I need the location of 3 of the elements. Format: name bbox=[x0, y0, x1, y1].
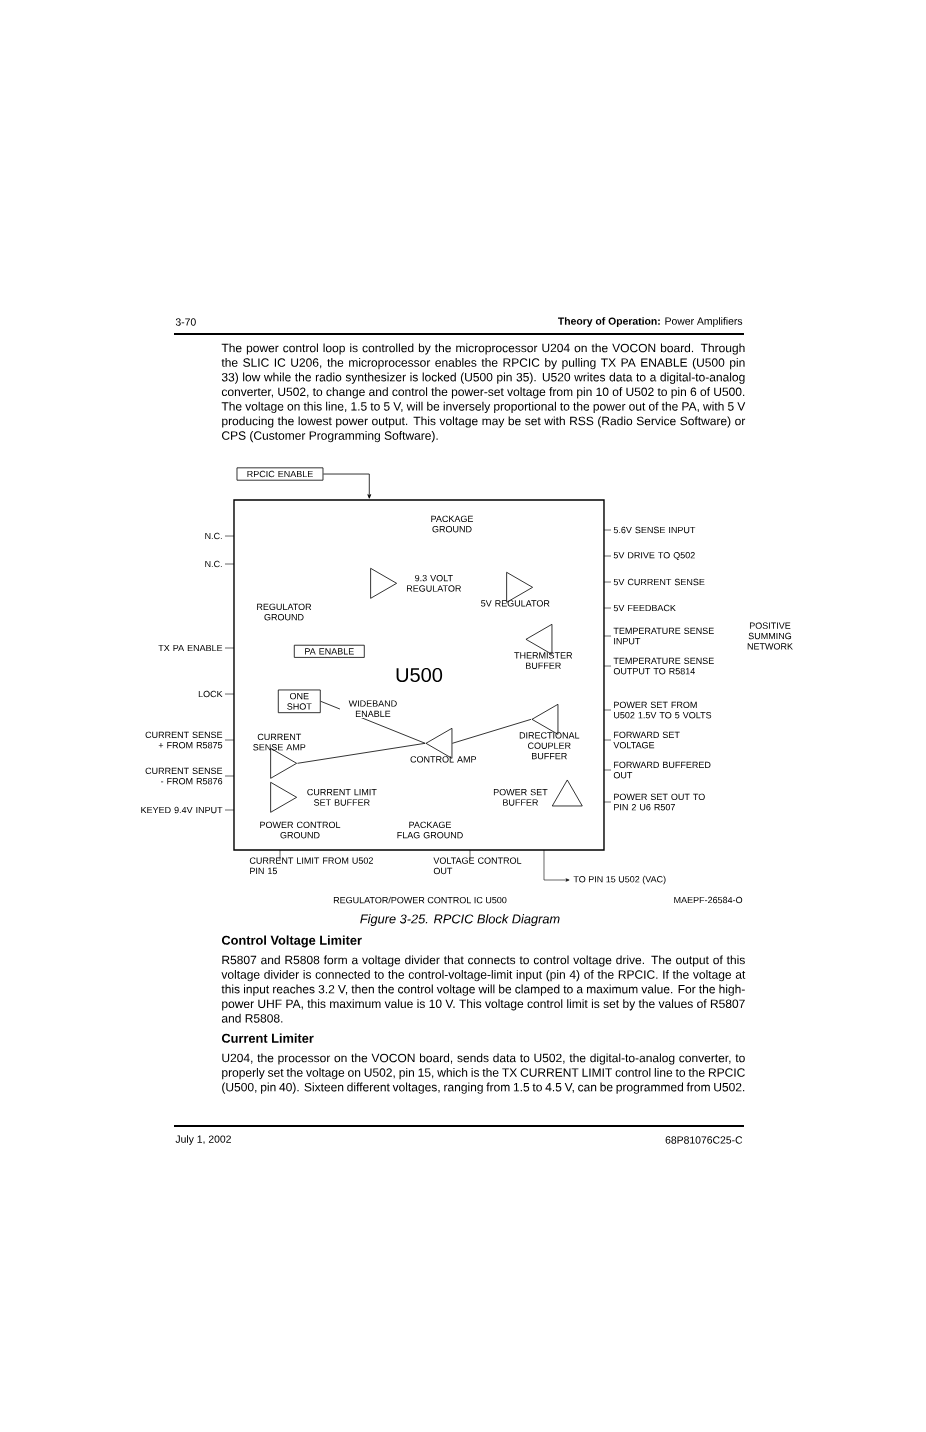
connector bbox=[323, 473, 372, 499]
connector bbox=[451, 718, 532, 744]
connector bbox=[297, 742, 426, 764]
